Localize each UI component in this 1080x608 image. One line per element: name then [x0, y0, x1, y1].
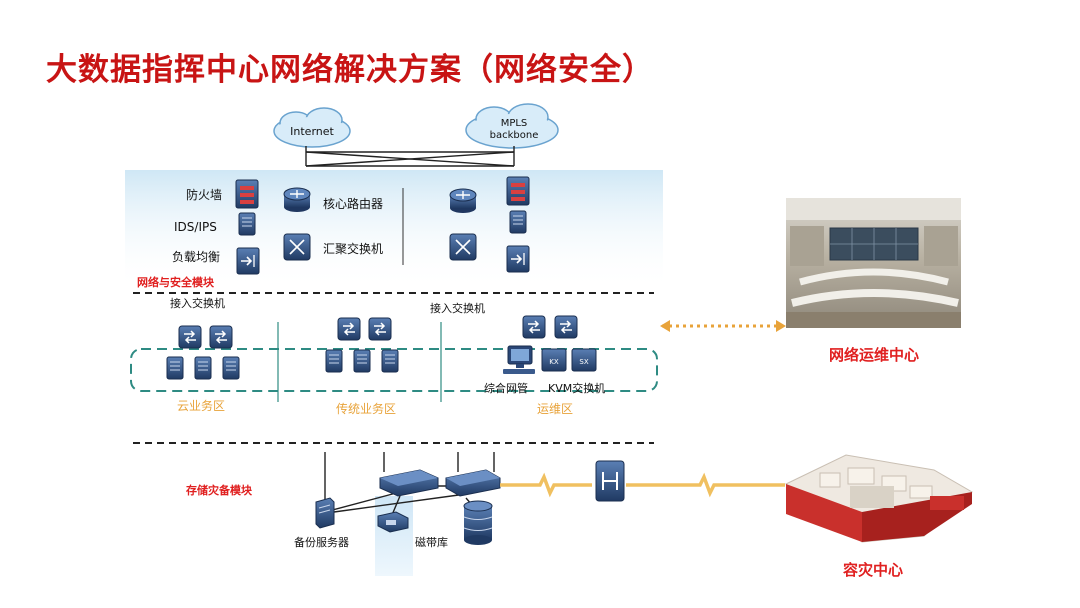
- mpls-cloud: MPLS backbone: [465, 103, 559, 149]
- aggregation-switch-icon-left: [283, 233, 311, 261]
- integrated-nms-label: 综合网管: [484, 381, 528, 395]
- internet-label: Internet: [290, 125, 334, 138]
- firewall-label: 防火墙: [186, 187, 222, 202]
- access-switch-label-right: 接入交换机: [430, 301, 485, 315]
- access-switch-icon-6: [554, 315, 578, 339]
- ids-ips-icon-right: [509, 210, 527, 234]
- storage-switch-icon-2: [445, 469, 501, 497]
- internet-cloud: Internet: [273, 107, 351, 148]
- access-switch-icon-2: [209, 325, 233, 349]
- core-router-icon-right: [449, 188, 477, 213]
- firewall-icon: [235, 179, 259, 209]
- storage-column: [375, 496, 413, 576]
- server-icon-3: [222, 356, 240, 380]
- access-zone-box: [130, 348, 658, 392]
- storage-array-icon: [463, 500, 493, 545]
- workstation-icon: [503, 345, 535, 374]
- backup-server-label: 备份服务器: [294, 535, 349, 549]
- page-title: 大数据指挥中心网络解决方案（网络安全）: [46, 52, 654, 88]
- load-balancer-label: 负载均衡: [172, 250, 220, 264]
- server-icon-4: [325, 349, 343, 373]
- wan-link: [500, 472, 785, 498]
- access-switch-icon-5: [522, 315, 546, 339]
- traditional-zone-label: 传统业务区: [336, 401, 396, 416]
- access-switch-icon-4: [368, 317, 392, 341]
- kvm-switch-icon-1: KX: [541, 348, 567, 372]
- net-security-module-label: 网络与安全模块: [137, 275, 215, 289]
- svg-text:KX: KX: [549, 358, 559, 366]
- tape-library-label: 磁带库: [415, 536, 448, 549]
- dr-center-label: 容灾中心: [842, 561, 903, 579]
- access-switch-label-left: 接入交换机: [170, 296, 225, 310]
- mpls-label-line2: backbone: [490, 130, 539, 141]
- load-balancer-icon-right: [506, 245, 530, 273]
- firewall-icon-right: [506, 176, 530, 206]
- load-balancer-icon: [236, 247, 260, 275]
- ids-ips-label: IDS/IPS: [174, 220, 217, 234]
- storage-links: [324, 452, 495, 516]
- svg-text:SX: SX: [579, 358, 588, 366]
- storage-module-label: 存储灾备模块: [186, 483, 253, 497]
- backup-server-icon: [315, 497, 335, 529]
- dwdm-icon: [595, 460, 625, 502]
- dr-center-building-icon: [785, 454, 973, 543]
- ops-zone-label: 运维区: [537, 402, 573, 416]
- server-icon-1: [166, 356, 184, 380]
- tape-library-icon: [377, 511, 409, 533]
- ids-ips-icon: [238, 212, 256, 236]
- core-router-icon-left: [283, 187, 311, 212]
- access-switch-icon-1: [178, 325, 202, 349]
- noc-arrow-left: [660, 320, 670, 332]
- aggregation-switch-icon-right: [449, 233, 477, 261]
- top-band: [125, 170, 663, 290]
- noc-label: 网络运维中心: [829, 346, 919, 364]
- cloud-links: [305, 146, 515, 167]
- aggregation-switch-label: 汇聚交换机: [323, 241, 383, 256]
- access-switch-icon-3: [337, 317, 361, 341]
- server-icon-5: [353, 349, 371, 373]
- kvm-switch-icon-2: SX: [571, 348, 597, 372]
- mpls-label-line1: MPLS: [501, 118, 528, 129]
- noc-arrow-right: [776, 320, 786, 332]
- server-icon-2: [194, 356, 212, 380]
- noc-photo: [786, 198, 961, 328]
- server-icon-6: [381, 349, 399, 373]
- cloud-zone-label: 云业务区: [177, 398, 225, 413]
- kvm-switch-label: KVM交换机: [548, 381, 605, 395]
- storage-switch-icon-1: [379, 469, 439, 497]
- core-router-label: 核心路由器: [323, 196, 383, 211]
